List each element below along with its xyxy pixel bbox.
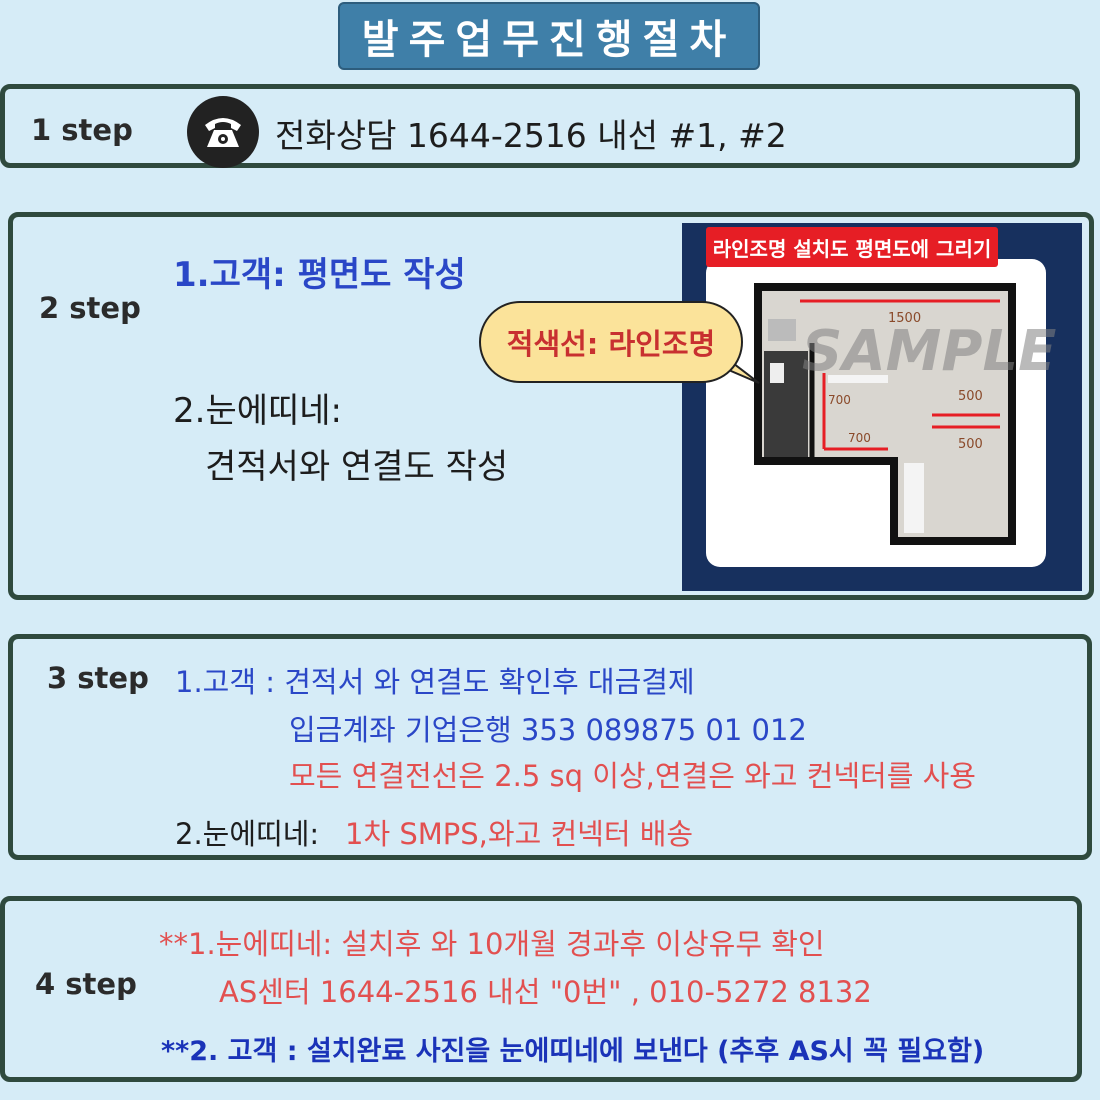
step-1-label: 1 step xyxy=(31,113,133,147)
step-2-label: 2 step xyxy=(39,291,141,325)
step-1-box: 1 step 전화상담 1644-2516 내선 #1, #2 xyxy=(0,84,1080,168)
page-title: 발주업무진행절차 xyxy=(338,2,760,70)
plan-dim-4: 700 xyxy=(828,393,851,407)
step-4-line-3: **2. 고객 : 설치완료 사진을 눈에띠네에 보낸다 (추후 AS시 꼭 필… xyxy=(161,1036,985,1067)
plan-banner: 라인조명 설치도 평면도에 그리기 xyxy=(706,227,998,267)
step-2-line-3: 견적서와 연결도 작성 xyxy=(205,447,509,487)
step-4-box: 4 step **1.눈에띠네: 설치후 와 10개월 경과후 이상유무 확인 … xyxy=(0,896,1082,1082)
step-3-label: 3 step xyxy=(47,661,149,695)
step-4-line-1: **1.눈에띠네: 설치후 와 10개월 경과후 이상유무 확인 xyxy=(159,927,825,961)
floor-plan-drawing xyxy=(754,283,1016,545)
step-3-line-3: 모든 연결전선은 2.5 sq 이상,연결은 와고 컨넥터를 사용 xyxy=(289,759,976,793)
step-3-line-2: 입금계좌 기업은행 353 089875 01 012 xyxy=(289,713,807,747)
plan-dim-3: 500 xyxy=(958,437,983,452)
step-3-box: 3 step 1.고객 : 견적서 와 연결도 확인후 대금결제 입금계좌 기업… xyxy=(8,634,1092,860)
step-2-line-2: 2.눈에띠네: xyxy=(173,391,343,431)
step-2-line-1: 1.고객: 평면도 작성 xyxy=(173,255,466,295)
step-4-label: 4 step xyxy=(35,967,137,1001)
plan-dim-5: 700 xyxy=(848,431,871,445)
step-3-line-1: 1.고객 : 견적서 와 연결도 확인후 대금결제 xyxy=(175,665,695,699)
plan-dim-1: 1500 xyxy=(888,311,922,326)
step-3-line-4-prefix: 2.눈에띠네: xyxy=(175,817,320,851)
plan-watermark: SAMPLE xyxy=(802,319,1057,384)
step-4-line-2: AS센터 1644-2516 내선 "0번" , 010-5272 8132 xyxy=(219,975,872,1009)
plan-dim-2: 500 xyxy=(958,389,983,404)
step-1-text: 전화상담 1644-2516 내선 #1, #2 xyxy=(275,116,787,155)
floor-plan-image: SAMPLE 1500 500 500 700 700 라인조명 설치도 평면도… xyxy=(682,223,1082,591)
red-line-callout: 적색선: 라인조명 xyxy=(479,301,743,383)
step-2-box: 2 step 1.고객: 평면도 작성 2.눈에띠네: 견적서와 연결도 작성 … xyxy=(8,212,1094,600)
step-3-line-4-red: 1차 SMPS,와고 컨넥터 배송 xyxy=(345,817,694,851)
telephone-icon xyxy=(187,96,259,168)
